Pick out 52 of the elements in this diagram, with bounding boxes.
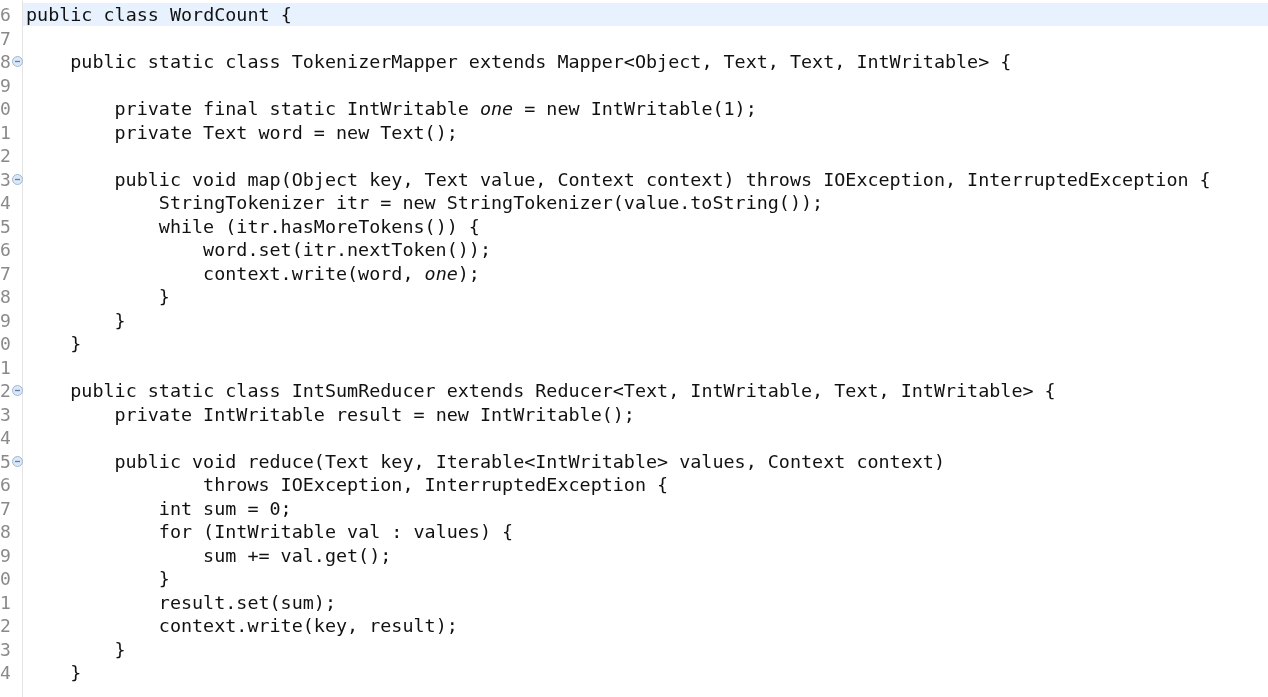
code-line: } <box>158 567 170 590</box>
line-number: 2 <box>0 614 12 637</box>
code-line: public void reduce(Text key, Iterable<IntWritable> values, Context context) <box>114 449 945 473</box>
line-number: 6 <box>0 473 12 496</box>
code-line: private Text word = new Text(); <box>114 120 458 144</box>
code-line: } <box>114 308 126 332</box>
line-number: 9 <box>0 308 12 332</box>
line-number: 2 <box>0 144 12 167</box>
code-line: sum += val.get(); <box>203 543 392 567</box>
line-number: 0 <box>0 332 12 355</box>
line-number: 0 <box>0 567 12 590</box>
line-number: 9 <box>0 543 12 567</box>
line-number: 7 <box>0 496 12 520</box>
code-line: } <box>158 285 170 308</box>
line-number: 8 <box>0 520 12 543</box>
line-number: 1 <box>0 355 12 379</box>
code-line: throws IOException, InterruptedException { <box>203 473 669 496</box>
line-number: 5 <box>0 449 12 473</box>
code-line: result.set(sum); <box>158 590 336 614</box>
line-number: 1 <box>0 120 12 144</box>
line-number: 4 <box>0 661 12 684</box>
line-number: 3 <box>0 637 12 661</box>
line-number: 1 <box>0 590 12 614</box>
line-number: 8 <box>0 50 12 73</box>
code-line: word.set(itr.nextToken()); <box>203 238 491 261</box>
line-number: 2 <box>0 379 12 402</box>
line-number: 0 <box>0 97 12 120</box>
line-number: 7 <box>0 261 12 285</box>
code-line: private final static IntWritable one = new IntWritable(1); <box>114 97 757 120</box>
line-number: 8 <box>0 285 12 308</box>
line-number: 6 <box>0 3 12 26</box>
code-line: public void map(Object key, Text value, Context context) throws IOException, InterruptedException { <box>114 167 1211 191</box>
code-line: context.write(word, one); <box>203 261 480 285</box>
code-line: } <box>70 661 82 684</box>
code-line: int sum = 0; <box>158 496 292 520</box>
code-line: } <box>114 637 126 661</box>
line-number: 4 <box>0 426 12 449</box>
line-number: 7 <box>0 26 12 50</box>
line-number: 3 <box>0 402 12 426</box>
line-number: 4 <box>0 191 12 214</box>
code-line: for (IntWritable val : values) { <box>158 520 514 543</box>
code-line: public static class TokenizerMapper extends Mapper<Object, Text, Text, IntWritable> { <box>70 50 1012 73</box>
line-number: 3 <box>0 167 12 191</box>
code-line: public static class IntSumReducer extends Reducer<Text, IntWritable, Text, IntWritable> { <box>70 379 1056 402</box>
line-number: 9 <box>0 73 12 97</box>
line-number: 6 <box>0 238 12 261</box>
code-line: StringTokenizer itr = new StringTokenizer(value.toString()); <box>158 191 824 214</box>
line-number: 5 <box>0 214 12 238</box>
code-line: private IntWritable result = new IntWritable(); <box>114 402 635 426</box>
code-line: } <box>70 332 82 355</box>
code-line: while (itr.hasMoreTokens()) { <box>158 214 480 238</box>
code-line: context.write(key, result); <box>158 614 458 637</box>
